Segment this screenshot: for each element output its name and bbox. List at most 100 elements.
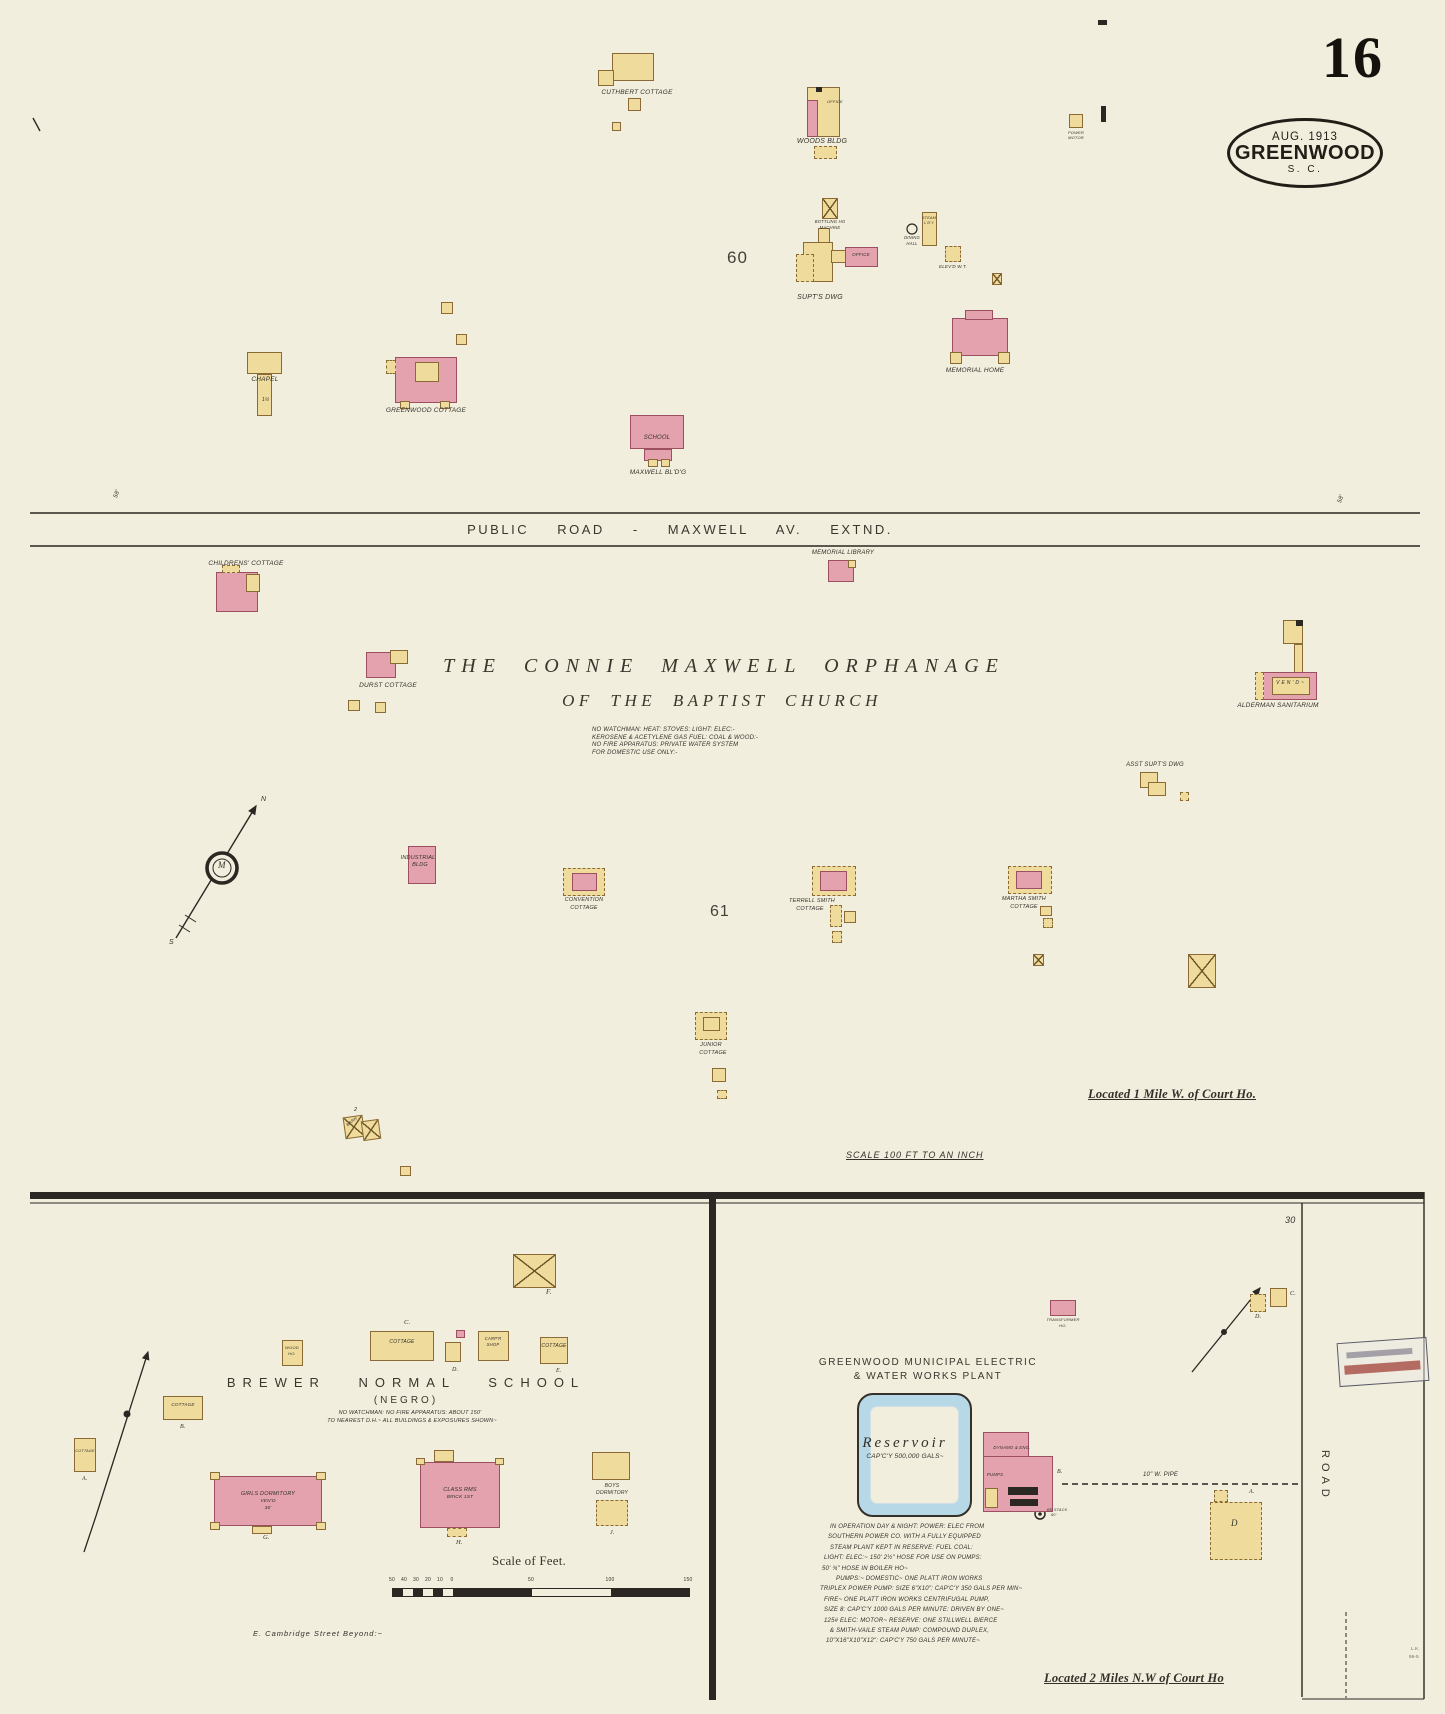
compass-needle bbox=[175, 804, 257, 939]
plant-note: 10"X16"X10"X12": CAP'C'Y 750 GALS PER MI… bbox=[826, 1638, 980, 1645]
building bbox=[210, 1522, 220, 1530]
scale-tick: 50 bbox=[528, 1577, 534, 1583]
building bbox=[441, 302, 453, 314]
building bbox=[1255, 672, 1264, 700]
block-number-61: 61 bbox=[710, 903, 730, 920]
scale-of-feet-title: Scale of Feet. bbox=[492, 1553, 566, 1568]
map-label: COTTAGE bbox=[541, 1343, 567, 1349]
map-label: MOTOR bbox=[1068, 135, 1084, 140]
compass-north: N bbox=[261, 796, 267, 803]
compass-feather bbox=[184, 914, 197, 923]
orphanage-note: NO FIRE APPARATUS: PRIVATE WATER SYSTEM bbox=[592, 742, 739, 748]
located-note-1: Located 1 Mile W. of Court Ho. bbox=[1088, 1087, 1257, 1101]
building bbox=[445, 1342, 461, 1362]
building bbox=[400, 401, 410, 409]
map-label: DORMITORY bbox=[595, 1490, 629, 1496]
building bbox=[965, 310, 993, 320]
label-martha-smith-cottage: MARTHA SMITH bbox=[1002, 896, 1046, 902]
plant-title-line2: & WATER WORKS PLANT bbox=[853, 1371, 1003, 1382]
building bbox=[456, 334, 467, 345]
well-circle bbox=[906, 223, 918, 235]
building bbox=[661, 459, 670, 467]
building bbox=[222, 565, 240, 573]
sheet-number: 16 bbox=[1322, 25, 1384, 90]
cottage-a bbox=[74, 1438, 96, 1472]
map-label: CAP'C'Y 500,000 GALS~ bbox=[866, 1453, 944, 1460]
map-label: OFFICE bbox=[852, 252, 870, 257]
building bbox=[796, 254, 814, 282]
scale-bar-fine bbox=[393, 1589, 453, 1596]
map-label: 58' bbox=[1337, 494, 1346, 505]
scale-tick: 10 bbox=[437, 1577, 443, 1583]
plant-note: TRIPLEX POWER PUMP: SIZE 6"X10": CAP'C'Y… bbox=[820, 1586, 1023, 1593]
cuthbert-cottage bbox=[612, 53, 654, 81]
maxwell-bldg bbox=[630, 415, 684, 449]
building bbox=[992, 273, 1002, 285]
building bbox=[390, 650, 408, 664]
scale-bar-coarse bbox=[453, 1589, 689, 1596]
block-number-60: 60 bbox=[727, 248, 748, 267]
archive-stamp bbox=[1336, 1336, 1430, 1388]
building bbox=[644, 449, 672, 461]
stamp-state: S. C. bbox=[1287, 164, 1323, 175]
map-label: VEN'D bbox=[260, 1499, 276, 1504]
building bbox=[703, 1017, 720, 1031]
building bbox=[985, 1488, 998, 1508]
map-label: VEN'D~ bbox=[1276, 680, 1306, 686]
map-label: COTTAGE bbox=[389, 1339, 415, 1345]
map-label: A. bbox=[82, 1476, 88, 1482]
map-label: BLDG bbox=[412, 862, 428, 868]
compass-south: S bbox=[169, 939, 174, 946]
street-note: E. Cambridge Street Beyond:~ bbox=[253, 1629, 383, 1638]
map-label: L'D'Y bbox=[924, 221, 934, 225]
label-chapel: CHAPEL bbox=[251, 376, 279, 383]
bldg-d bbox=[1210, 1502, 1262, 1560]
building bbox=[1033, 954, 1044, 966]
label-woods-bldg: WOODS BLDG bbox=[796, 137, 848, 145]
cottage-e bbox=[540, 1337, 568, 1364]
plant-note: FIRE~ ONE PLATT IRON WORKS CENTRIFUGAL P… bbox=[824, 1596, 990, 1603]
map-label: 96-5 bbox=[1409, 1654, 1419, 1659]
map-label: G. bbox=[263, 1534, 270, 1541]
map-label: PUMPS bbox=[986, 1472, 1004, 1477]
building bbox=[950, 352, 962, 364]
label-girls-dormitory: GIRLS DORMITORY bbox=[240, 1491, 296, 1497]
memorial-home bbox=[952, 318, 1008, 356]
bottling-machine-ho bbox=[822, 198, 838, 219]
building bbox=[998, 352, 1010, 364]
scale-bar bbox=[392, 1588, 690, 1597]
compass-feather bbox=[178, 924, 191, 933]
building bbox=[816, 87, 822, 92]
building bbox=[415, 362, 439, 382]
map-label: SHOP bbox=[486, 1341, 500, 1347]
map-label: COTTAGE bbox=[75, 1449, 95, 1453]
scale-tick: 40 bbox=[401, 1577, 407, 1583]
road-arrow-dot bbox=[123, 1410, 131, 1418]
building bbox=[848, 560, 856, 568]
date-stamp: AUG. 1913 GREENWOOD S. C. bbox=[1227, 118, 1383, 188]
building bbox=[807, 100, 818, 137]
plant-note: PUMPS:~ DOMESTIC~ ONE PLATT IRON WORKS bbox=[836, 1576, 983, 1582]
scale-tick: 100 bbox=[605, 1577, 615, 1583]
label-class-rms: CLASS RMS bbox=[443, 1487, 477, 1493]
wood-ho bbox=[282, 1340, 303, 1366]
girls-dormitory bbox=[214, 1476, 322, 1526]
building bbox=[1294, 644, 1303, 674]
label-greenwood-cottage: GREENWOOD COTTAGE bbox=[385, 407, 467, 414]
map-label: D. bbox=[452, 1367, 459, 1373]
map-label: C. bbox=[1290, 1291, 1296, 1297]
building bbox=[844, 911, 856, 923]
building bbox=[1296, 620, 1303, 626]
cottage-b bbox=[163, 1396, 203, 1420]
map-title-line1: THE CONNIE MAXWELL ORPHANAGE bbox=[443, 655, 1005, 677]
building bbox=[572, 873, 597, 891]
building bbox=[1043, 918, 1053, 928]
building bbox=[596, 1500, 628, 1526]
section-divider-horizontal bbox=[30, 1192, 1424, 1199]
building bbox=[1098, 20, 1107, 25]
scale-tick: 0 bbox=[450, 1577, 454, 1583]
map-label: 60' bbox=[1051, 1513, 1057, 1517]
label-terrell-smith-cottage: TERRELL SMITH bbox=[789, 898, 835, 904]
